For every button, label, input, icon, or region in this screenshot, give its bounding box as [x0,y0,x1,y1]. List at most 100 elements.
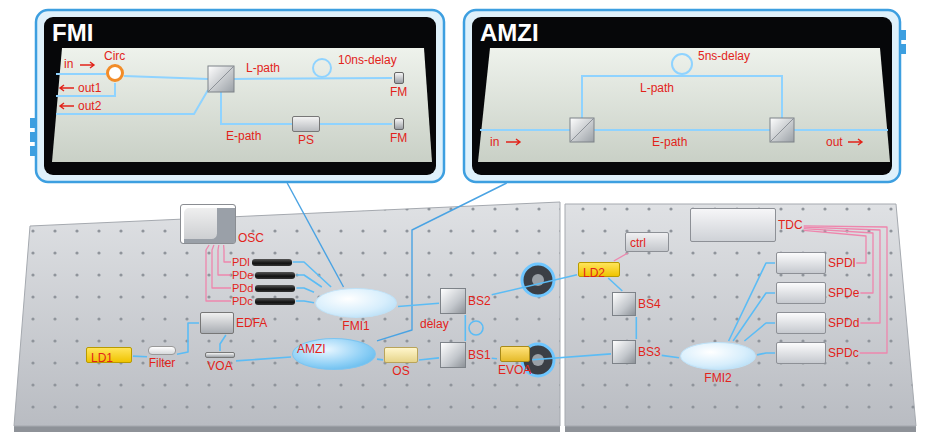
interferometer-symbol [680,342,756,370]
optical-fiber [532,354,611,360]
board-edge [14,426,560,432]
component-label: FMI1 [342,320,369,332]
direction-arrow [60,85,74,91]
delay-loop [469,321,483,335]
zoom-leader [377,183,507,341]
optical-fiber [662,355,679,357]
component-label: Circ [104,50,125,62]
annotation-label: in [490,136,499,149]
optical-switch: OS [384,347,418,377]
interferometer-symbol [315,288,397,318]
beam-splitter-symbol [612,340,636,364]
component-label: PDc [232,295,253,307]
optical-fiber [220,335,226,351]
board-edge [565,426,916,432]
optical-filter: Filter [148,346,176,369]
attenuator-symbol [500,346,530,362]
time-digitizer-symbol [690,208,776,242]
photodiode-symbol [255,272,295,279]
annotation-label: 5ns-delay [698,50,750,63]
component-label: SPDc [828,347,859,359]
beam-splitter: BS1 [440,342,491,368]
optical-fiber [492,357,497,359]
optical-fiber [398,303,439,306]
beam-splitter-symbol [440,288,466,314]
optical-fiber [729,263,775,341]
annotation-label: L-path [246,62,280,75]
board-holes [565,204,916,426]
optical-fiber [236,357,291,361]
annotation-label: delay [420,318,449,331]
direction-arrow [60,103,74,109]
time-digitizer: TDC [690,208,803,242]
single-photon-detector: SPDc [776,342,859,364]
optical-fiber [733,293,775,341]
photodiode: PDc [232,295,295,307]
signal-cable [212,245,231,288]
component-label: BS4 [638,298,661,310]
interferometer: FMI1 [315,288,397,332]
component-label: SPDl [828,257,855,269]
photodiode: PDd [232,282,295,294]
panel-frame [464,10,900,182]
panel-tab [30,118,36,128]
component-label: LD1 [91,351,113,365]
beam-path [480,54,888,130]
optical-fiber [744,323,775,341]
panel-title: AMZI [480,19,539,47]
board-holes [14,202,560,426]
signal-cable [224,245,231,262]
optical-filter-symbol [148,346,176,355]
optical-fiber [293,262,331,287]
beam-path [234,78,392,79]
faraday-mirror-symbol [394,118,404,130]
component-label: AMZI [297,342,326,356]
beam-splitter-cube [770,118,794,142]
panel-tab [900,30,906,40]
inset-panel: AMZI [464,10,900,182]
component-label: EDFA [236,317,267,329]
annotation-label: L-path [640,82,674,95]
single-photon-detector-symbol [776,252,826,274]
optical-fiber [377,358,383,360]
component-label: TDC [778,219,803,231]
panel-title: FMI [52,19,93,47]
fiber-spool [522,264,554,296]
fiber-amplifier-symbol [200,312,234,334]
single-photon-detector: SPDe [776,282,859,304]
optical-fiber [419,358,439,360]
optical-fiber [464,315,466,341]
component-label: OS [392,365,409,377]
optical-fiber [133,355,147,357]
annotation-label: in [64,58,73,71]
circulator-symbol [106,64,124,82]
component-label: FMI2 [704,372,731,384]
signal-cable [614,253,628,261]
annotation-label: out2 [78,100,101,113]
component-label: OSC [238,232,264,244]
fiber-amplifier: EDFA [200,312,267,334]
single-photon-detector-symbol [776,342,826,364]
oscilloscope: OSC [180,204,264,244]
panel-frame [36,10,444,182]
faraday-mirror: FM [390,72,407,98]
zoom-leader [287,183,343,287]
beam-path [56,83,115,96]
beam-path [56,59,392,124]
optical-fiber [757,353,775,355]
photodiode-symbol [255,298,295,305]
optical-board [14,202,560,426]
component-label: FM [390,132,407,144]
component-label: Filter [149,357,176,369]
beam-splitter-symbol [612,292,636,316]
beam-path [480,129,888,131]
attenuator-symbol [205,352,235,358]
beam-splitter: BS2 [440,288,491,314]
annotation-label: out [826,136,843,149]
laser-diode: LD2 [578,262,620,277]
panel-tab [30,132,36,142]
faraday-mirror: FM [390,118,407,144]
photodiode-symbol [255,285,295,292]
